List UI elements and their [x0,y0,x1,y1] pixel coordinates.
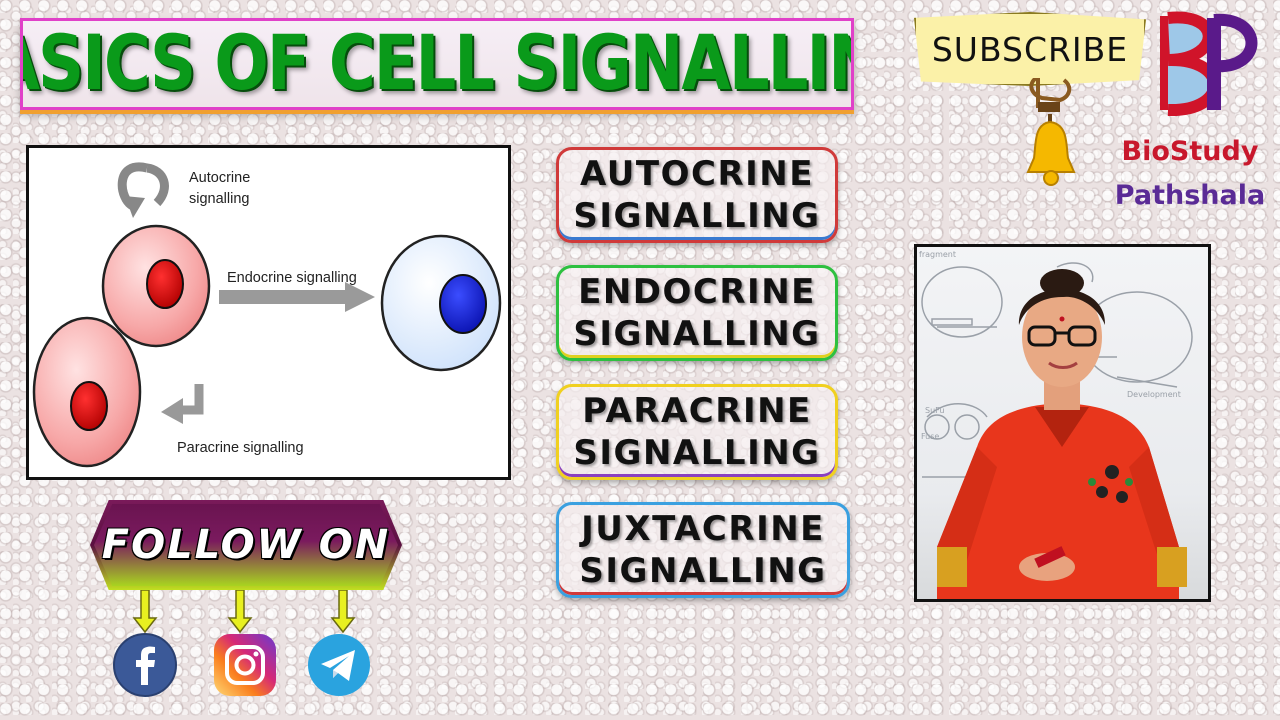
telegram-icon[interactable] [307,633,371,697]
endocrine-label: Endocrine signalling [227,270,357,286]
signal-endocrine: ENDOCRINE SIGNALLING [556,265,838,361]
svg-text:SuFu: SuFu [925,406,944,415]
instagram-icon[interactable] [213,633,277,697]
signal-line-2: SIGNALLING [573,433,821,473]
target-cell [380,234,502,372]
cell-signalling-diagram: Autocrine signalling Endocrine signallin… [26,145,511,480]
follow-label: FOLLOW ON [101,522,391,568]
signal-paracrine: PARACRINE SIGNALLING [556,384,838,480]
signal-line-2: SIGNALLING [573,314,821,354]
brand-logo: BP [1160,11,1258,124]
follow-on-banner: FOLLOW ON [90,500,402,590]
follow-arrows [132,590,356,634]
signal-line-2: SIGNALLING [579,551,827,591]
neighbor-cell [32,316,142,468]
brand-name: BioStudy [1121,136,1259,167]
signal-autocrine: AUTOCRINE SIGNALLING [556,147,838,243]
subscribe-label: SUBSCRIBE [931,29,1129,69]
autocrine-label: Autocrine signalling [189,170,251,208]
svg-text:fragment: fragment [919,250,956,259]
signal-line-1: ENDOCRINE [578,272,816,312]
signalling-cell [101,224,211,348]
bell-icon[interactable] [1024,78,1084,200]
svg-text:Fuse: Fuse [921,432,939,441]
logo-text: BP [1206,123,1208,124]
signal-line-1: AUTOCRINE [580,154,814,194]
signal-line-1: JUXTACRINE [581,509,825,549]
page-title: BASICS OF CELL SIGNALLING [23,20,851,108]
title-banner: BASICS OF CELL SIGNALLING [20,18,854,110]
paracrine-arrow [161,384,204,424]
signal-juxtacrine: JUXTACRINE SIGNALLING [556,502,850,598]
presenter-photo: fragment Development SuFu Fuse [914,244,1211,602]
paracrine-label: Paracrine signalling [177,440,304,456]
facebook-icon[interactable] [113,633,177,697]
signal-line-1: PARACRINE [582,391,812,431]
signal-line-2: SIGNALLING [573,196,821,236]
endocrine-arrow [219,282,375,312]
brand-subname: Pathshala [1114,180,1266,211]
diagram-graphic [32,162,502,468]
subscribe-banner[interactable]: SUBSCRIBE [914,12,1146,86]
autocrine-arrow [117,162,169,218]
down-arrow-icon [132,590,356,634]
svg-text:Development: Development [1127,390,1181,399]
